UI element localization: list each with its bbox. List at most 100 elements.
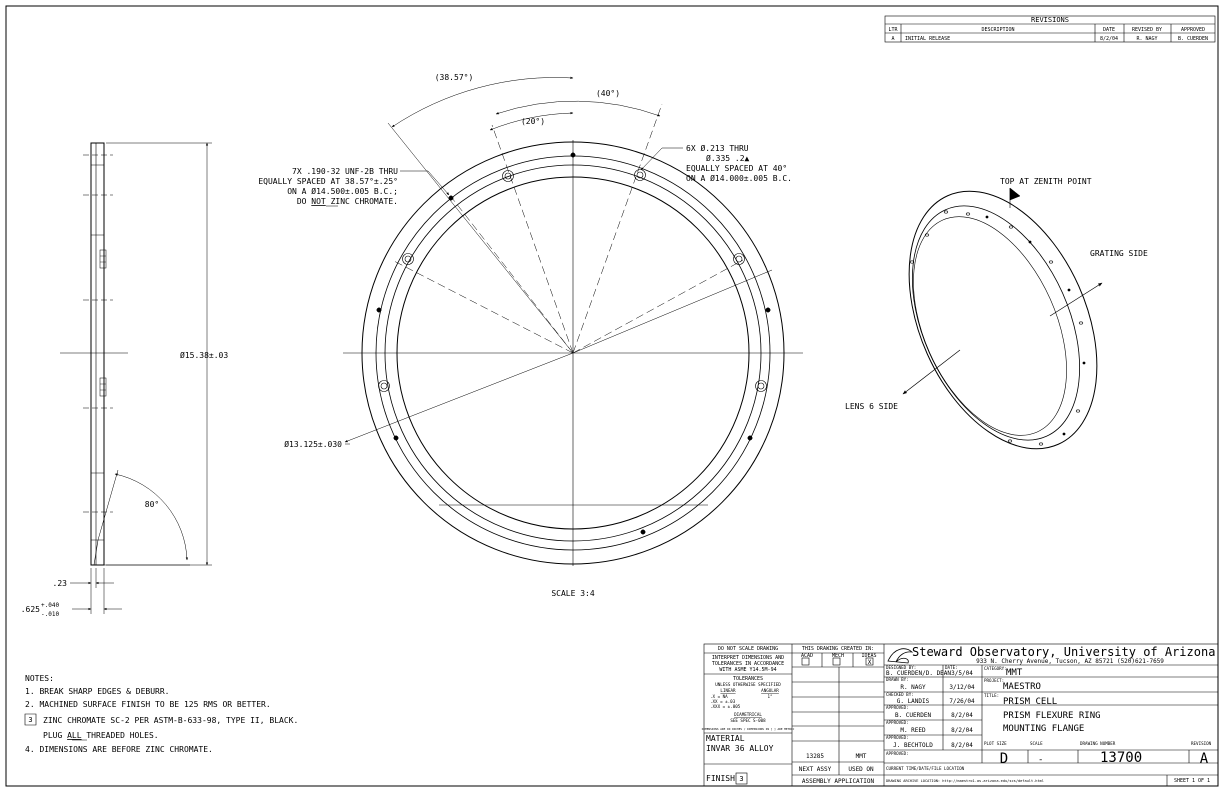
note-6x-line: EQUALLY SPACED AT 40° (686, 164, 787, 173)
approved-label: APPROVED: (886, 720, 909, 725)
note-7x-line: ON A Ø14.500±.005 B.C.; (287, 186, 398, 196)
lens-side-label: LENS 6 SIDE (845, 402, 898, 411)
revisions-title: REVISIONS (1031, 16, 1069, 24)
ideas-checkbox-mark: X (868, 659, 872, 666)
tol-linear-label: LINEAR (720, 688, 736, 693)
note-3-number: 3 (28, 716, 32, 724)
title-line: MOUNTING FLANGE (1003, 724, 1084, 734)
date-label: DATE: (945, 665, 958, 670)
note-3-plug-post: THREADED HOLES. (82, 731, 159, 740)
note-3: ZINC CHROMATE SC-2 PER ASTM-B-633-98, TY… (43, 716, 298, 725)
note-3-plug-all: ALL (67, 731, 82, 740)
mech-label: MECH (832, 653, 844, 659)
scale-label: SCALE 3:4 (551, 589, 595, 598)
approved-1-date: 8/2/04 (951, 712, 973, 719)
tol-angular-value: 1° (767, 694, 772, 699)
note-4: 4. DIMENSIONS ARE BEFORE ZINC CHROMATE. (25, 745, 213, 754)
assembly-application: ASSEMBLY APPLICATION (802, 778, 875, 785)
rev-header-ltr: LTR (888, 27, 898, 33)
grating-side-label: GRATING SIDE (1090, 249, 1148, 258)
acad-label: ACAD (801, 653, 813, 659)
checked-by-label: CHECKED BY: (886, 692, 914, 697)
checked-date: 7/26/04 (949, 698, 975, 705)
note-7x-prefix: DO (297, 197, 311, 206)
note-7x-not: NOT (311, 197, 326, 206)
rev-row-approved: B. CUERDEN (1178, 36, 1208, 42)
category-value: MMT (1006, 668, 1023, 678)
notes: NOTES: 1. BREAK SHARP EDGES & DEBURR. 2.… (24, 674, 298, 754)
used-on-label: USED ON (848, 766, 874, 773)
approved-3-date: 8/2/04 (951, 742, 973, 749)
tol-angular-label: ANGULAR (761, 688, 779, 693)
designed-by: B. CUERDEN/D. DEAN (886, 670, 951, 677)
rev-row-ltr: A (891, 36, 894, 42)
material-value: INVAR 36 ALLOY (706, 744, 774, 753)
note-2: 2. MACHINED SURFACE FINISH TO BE 125 RMS… (25, 700, 271, 709)
scale-field-value: - (1038, 755, 1043, 765)
rev-header-revised-by: REVISED BY (1132, 27, 1162, 33)
checked-by: G. LANDIS (897, 698, 930, 705)
isometric-view (902, 187, 1103, 450)
dim-625-label: .625 (21, 605, 40, 614)
od-dimension: Ø15.38±.03 (180, 350, 228, 360)
see-spec: SEE SPEC S-008 (730, 718, 766, 723)
angle-20-label: (20°) (521, 117, 545, 126)
interpret-line: TOLERANCES IN ACCORDANCE (712, 661, 784, 667)
approved-label: APPROVED: (886, 735, 909, 740)
do-not-scale: DO NOT SCALE DRAWING (718, 646, 778, 652)
side-view (60, 142, 212, 614)
top-zenith-label: TOP AT ZENITH POINT (1000, 177, 1092, 186)
dims-units-note: DIMENSIONS ARE IN INCHES / DIMENSIONS IN… (702, 727, 795, 731)
dim-625-tol-minus: -.010 (41, 611, 59, 618)
note-7x-suffix: ZINC CHROMATE. (326, 197, 398, 206)
approved-3: J. BECHTOLD (893, 742, 933, 749)
drawn-by-label: DRAWN BY: (886, 677, 909, 682)
rev-row-revised-by: R. NAGY (1136, 36, 1157, 42)
note-7x-line: DO NOT ZINC CHROMATE. (297, 197, 398, 206)
drawn-by: R. NAGY (900, 684, 926, 691)
approved-label: APPROVED: (886, 751, 909, 756)
observatory-logo (887, 648, 914, 664)
project-label: PROJECT: (984, 678, 1004, 683)
note-6x-line: 6X Ø.213 THRU (686, 143, 749, 153)
diametrical-label: DIAMETRICAL (734, 712, 762, 717)
note-1: 1. BREAK SHARP EDGES & DEBURR. (25, 687, 170, 696)
dim-625-tol-plus: +.040 (41, 602, 59, 609)
designed-by-label: DESIGNED BY: (886, 665, 916, 670)
used-on-value: MMT (856, 753, 867, 760)
note-7x-line: EQUALLY SPACED AT 38.57°±.25° (258, 177, 398, 186)
drawing-number: 13700 (1100, 750, 1142, 766)
note-3-plug: PLUG ALL THREADED HOLES. (43, 731, 159, 740)
angle-38-label: (38.57°) (435, 73, 474, 82)
id-dimension: Ø13.125±.030 (284, 439, 342, 449)
tolerances-unless: UNLESS OTHERWISE SPECIFIED (715, 682, 781, 687)
designed-date: 3/5/04 (951, 670, 973, 677)
interpret-line: WITH ASME Y14.5M-94 (719, 667, 776, 673)
project-value: MAESTRO (1003, 682, 1041, 692)
revisions-table (884, 15, 1216, 43)
sheet-border (5, 5, 1219, 787)
title-line: PRISM CELL (1003, 697, 1057, 707)
tol-line: .XXX = ±.005 (710, 704, 741, 709)
tol-line: .XX = ±.03 (710, 699, 736, 704)
next-assy-value: 13285 (806, 753, 824, 760)
note-7x-holes: 7X .190-32 UNF-2B THRU EQUALLY SPACED AT… (258, 167, 398, 207)
plot-size-label: PLOT SIZE (984, 741, 1007, 746)
angle-40-label: (40°) (596, 89, 620, 98)
title-line: PRISM FLEXURE RING (1003, 711, 1101, 721)
approved-label: APPROVED: (886, 705, 909, 710)
tolerances-heading: TOLERANCES (733, 676, 763, 682)
scale-field-label: SCALE (1030, 741, 1043, 746)
next-assy-label: NEXT ASSY (799, 766, 832, 773)
plot-size-value: D (1000, 751, 1008, 767)
note-6x-line: Ø.335 .2▲ (706, 153, 750, 163)
approved-2: M. REED (900, 727, 926, 734)
category-label: CATEGORY: (984, 666, 1007, 671)
revision-label: REVISION (1191, 741, 1212, 746)
interpret-line: INTERPRET DIMENSIONS AND (712, 655, 784, 661)
rev-row-date: 8/2/04 (1100, 36, 1118, 42)
rev-header-description: DESCRIPTION (981, 27, 1014, 33)
approved-1: B. CUERDEN (895, 712, 932, 719)
